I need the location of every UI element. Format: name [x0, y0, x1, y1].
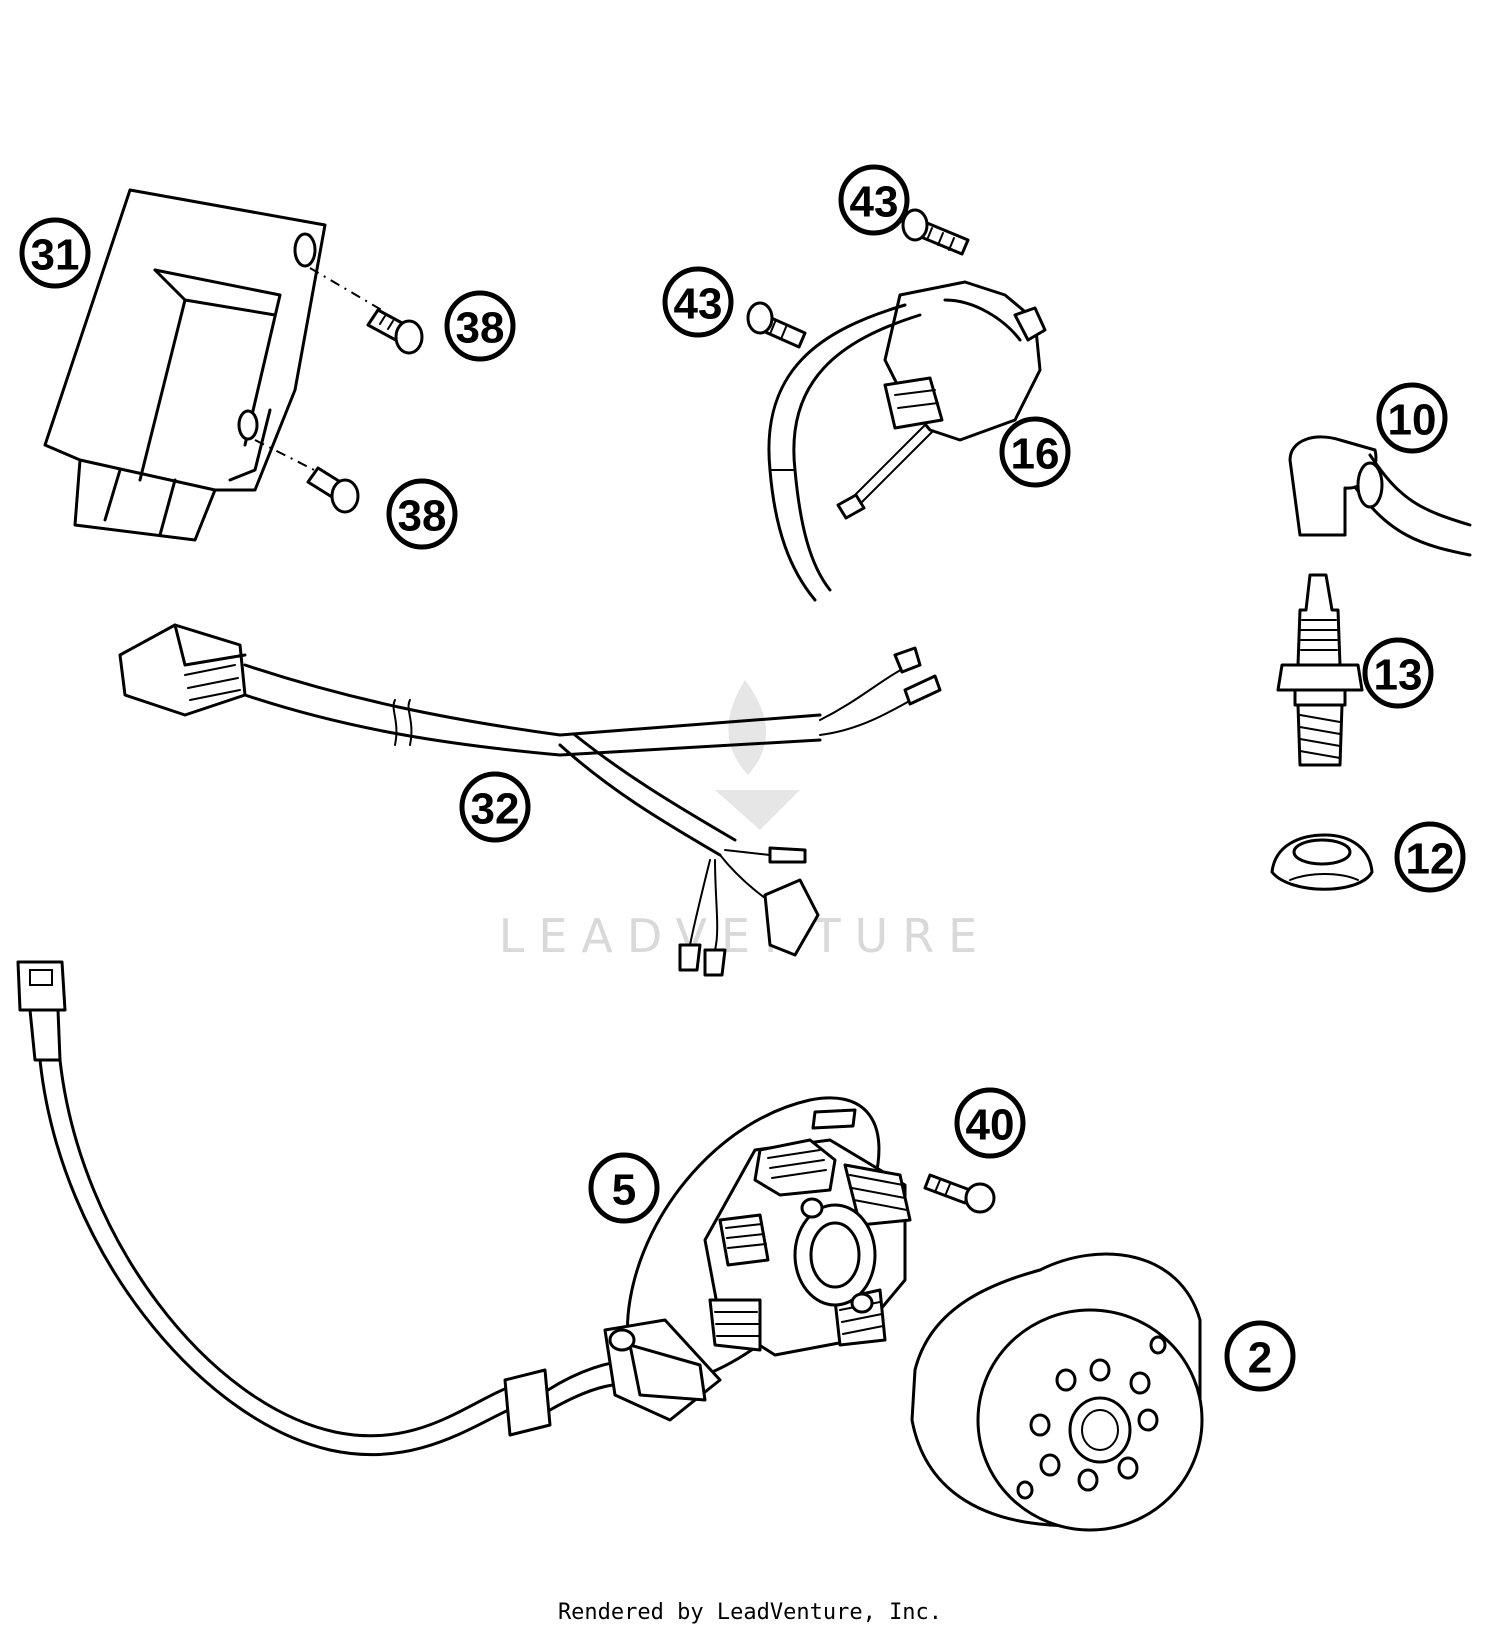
callout-13: 13: [1362, 637, 1434, 709]
callout-label: 16: [1011, 430, 1060, 479]
leader-38-upper: [309, 267, 386, 313]
ignition-coil-part: [767, 280, 1047, 602]
spark-plug-part: [1276, 573, 1364, 767]
callout-label: 38: [456, 304, 505, 353]
bolt-43-upper: [901, 208, 970, 256]
callout-label: 40: [966, 1101, 1015, 1150]
bolt-38-upper: [366, 308, 424, 355]
control-unit-part: [43, 188, 327, 542]
callout-43-lower: 43: [662, 266, 734, 338]
watermark: LEADVENTURE: [499, 680, 992, 963]
watermark-text: LEADVENTURE: [499, 909, 992, 963]
callout-38-lower: 38: [386, 478, 458, 550]
stator-wire-part: [16, 960, 642, 1457]
screw-40-part: [923, 1173, 996, 1214]
callout-2: 2: [1224, 1320, 1296, 1392]
callout-10: 10: [1376, 382, 1448, 454]
callout-label: 43: [850, 178, 899, 227]
callout-32: 32: [459, 771, 531, 843]
callout-31: 31: [19, 217, 91, 289]
stator-part: [603, 1096, 912, 1422]
grommet-part: [1270, 833, 1374, 891]
callout-label: 38: [398, 492, 447, 541]
callout-label: 10: [1388, 396, 1437, 445]
flywheel-part: [910, 1252, 1204, 1532]
callout-label: 2: [1248, 1334, 1272, 1383]
footer-credit: Rendered by LeadVenture, Inc.: [557, 1600, 943, 1625]
wiring-harness-part: [118, 623, 942, 977]
callout-label: 5: [612, 1166, 636, 1215]
callout-label: 31: [31, 231, 80, 280]
callout-38-upper: 38: [444, 290, 516, 362]
callout-40: 40: [954, 1087, 1026, 1159]
bolt-38-lower: [306, 466, 360, 514]
bolt-43-lower: [746, 301, 807, 349]
callout-label: 43: [674, 280, 723, 329]
spark-plug-cap-part: [1288, 435, 1472, 557]
callout-43-upper: 43: [838, 164, 910, 236]
callout-label: 13: [1374, 651, 1423, 700]
callout-5: 5: [588, 1152, 660, 1224]
callout-label: 32: [471, 785, 520, 834]
callout-label: 12: [1406, 835, 1455, 884]
callout-12: 12: [1394, 821, 1466, 893]
callout-16: 16: [999, 416, 1071, 488]
